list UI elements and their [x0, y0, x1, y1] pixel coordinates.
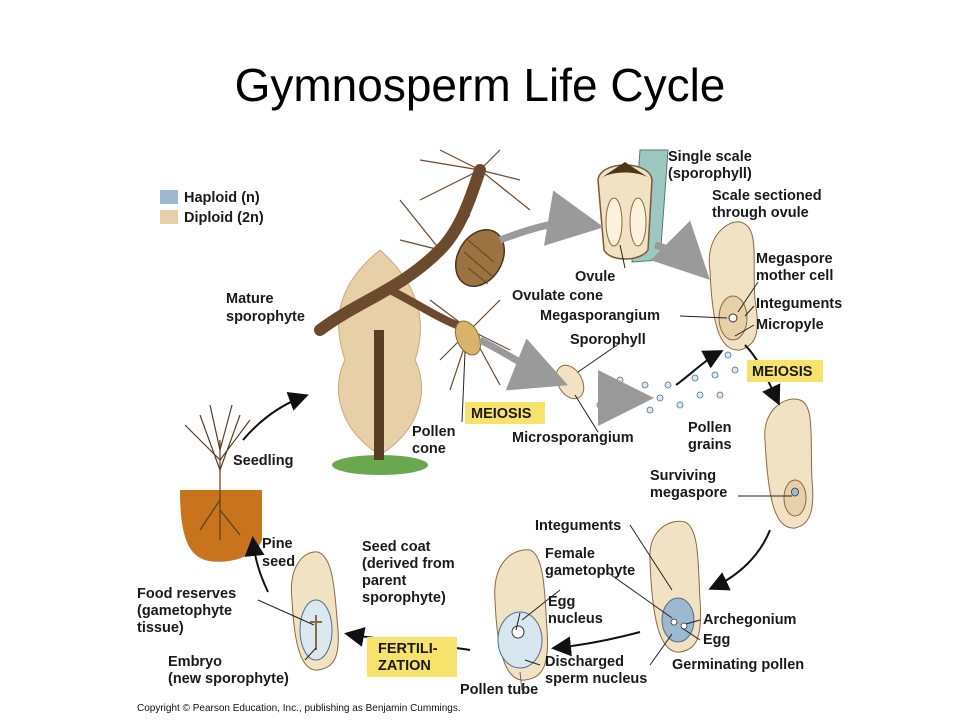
label-egg-nucleus-2: nucleus: [548, 611, 603, 627]
label-pollen-grains-2: grains: [688, 437, 732, 453]
label-sporophyll: Sporophyll: [570, 332, 646, 348]
mature-sporophyte-illustration: [314, 149, 531, 475]
label-seedling: Seedling: [233, 453, 293, 469]
label-ovulate-cone: Ovulate cone: [512, 288, 603, 304]
label-mature-sporophyte-1: Mature: [226, 291, 274, 307]
label-single-scale-2: (sporophyll): [668, 166, 752, 182]
label-discharged-sperm-1: Discharged: [545, 654, 624, 670]
label-megaspore-mother-1: Megaspore: [756, 251, 833, 267]
pollen-illustration: [555, 351, 739, 414]
diploid-swatch: [160, 210, 178, 224]
label-embryo-1: Embryo: [168, 654, 222, 670]
pine-seed-illustration: [290, 551, 339, 671]
label-micropyle: Micropyle: [756, 317, 824, 333]
haploid-label: Haploid (n): [184, 190, 260, 206]
label-integuments-top: Integuments: [756, 296, 842, 312]
label-ovule: Ovule: [575, 269, 615, 285]
label-seed-coat-3: parent: [362, 573, 406, 589]
ovule-section-illustration: [708, 221, 758, 351]
leader-lines: [257, 244, 792, 666]
label-egg-nucleus-1: Egg: [548, 594, 575, 610]
meiosis-badge-left: [465, 402, 545, 424]
label-embryo-2: (new sporophyte): [168, 671, 289, 687]
label-seed-coat-1: Seed coat: [362, 539, 431, 555]
process-arrows-gray: [478, 190, 710, 426]
label-egg: Egg: [703, 632, 730, 648]
label-female-gametophyte-2: gametophyte: [545, 563, 635, 579]
label-seed-coat-4: sporophyte): [362, 590, 446, 606]
female-gametophyte-illustration: [649, 520, 702, 653]
slide-title: Gymnosperm Life Cycle: [234, 59, 726, 111]
surviving-megaspore-illustration: [764, 398, 814, 529]
label-pollen-cone-2: cone: [412, 441, 446, 457]
seedling-illustration: [180, 404, 262, 562]
label-mature-sporophyte-2: sporophyte: [226, 309, 305, 325]
label-pollen-grains-1: Pollen: [688, 420, 732, 436]
label-food-reserves-1: Food reserves: [137, 586, 236, 602]
single-scale-illustration: [597, 149, 669, 263]
label-female-gametophyte-1: Female: [545, 546, 595, 562]
label-single-scale-1: Single scale: [668, 149, 752, 165]
meiosis-badge-right: [747, 360, 823, 382]
label-pine-seed-2: seed: [262, 554, 295, 570]
meiosis-label-right: MEIOSIS: [752, 364, 813, 380]
diploid-label: Diploid (2n): [184, 210, 264, 226]
label-discharged-sperm-2: sperm nucleus: [545, 671, 647, 687]
label-surviving-megaspore-1: Surviving: [650, 468, 716, 484]
label-pollen-cone-1: Pollen: [412, 424, 456, 440]
label-integuments-bottom: Integuments: [535, 518, 621, 534]
label-germinating-pollen: Germinating pollen: [672, 657, 804, 673]
meiosis-label-left: MEIOSIS: [471, 406, 532, 422]
label-pine-seed-1: Pine: [262, 536, 293, 552]
label-archegonium: Archegonium: [703, 612, 796, 628]
label-food-reserves-2: (gametophyte: [137, 603, 232, 619]
haploid-swatch: [160, 190, 178, 204]
fertilization-badge: [367, 637, 457, 677]
label-pollen-tube: Pollen tube: [460, 682, 538, 698]
legend: Haploid (n) Diploid (2n): [160, 190, 264, 226]
label-megaspore-mother-2: mother cell: [756, 268, 833, 284]
label-scale-sectioned-2: through ovule: [712, 205, 809, 221]
fertilization-label-1: FERTILI-: [378, 641, 438, 657]
label-surviving-megaspore-2: megaspore: [650, 485, 727, 501]
fertilization-label-2: ZATION: [378, 658, 431, 674]
fertilization-ovule-illustration: [494, 549, 549, 691]
diagram-labels: Single scale (sporophyll) Scale sectione…: [137, 149, 842, 698]
label-seed-coat-2: (derived from: [362, 556, 455, 572]
label-food-reserves-3: tissue): [137, 620, 184, 636]
label-scale-sectioned-1: Scale sectioned: [712, 188, 822, 204]
label-microsporangium: Microsporangium: [512, 430, 634, 446]
copyright-notice: Copyright © Pearson Education, Inc., pub…: [137, 703, 461, 714]
label-megasporangium: Megasporangium: [540, 308, 660, 324]
